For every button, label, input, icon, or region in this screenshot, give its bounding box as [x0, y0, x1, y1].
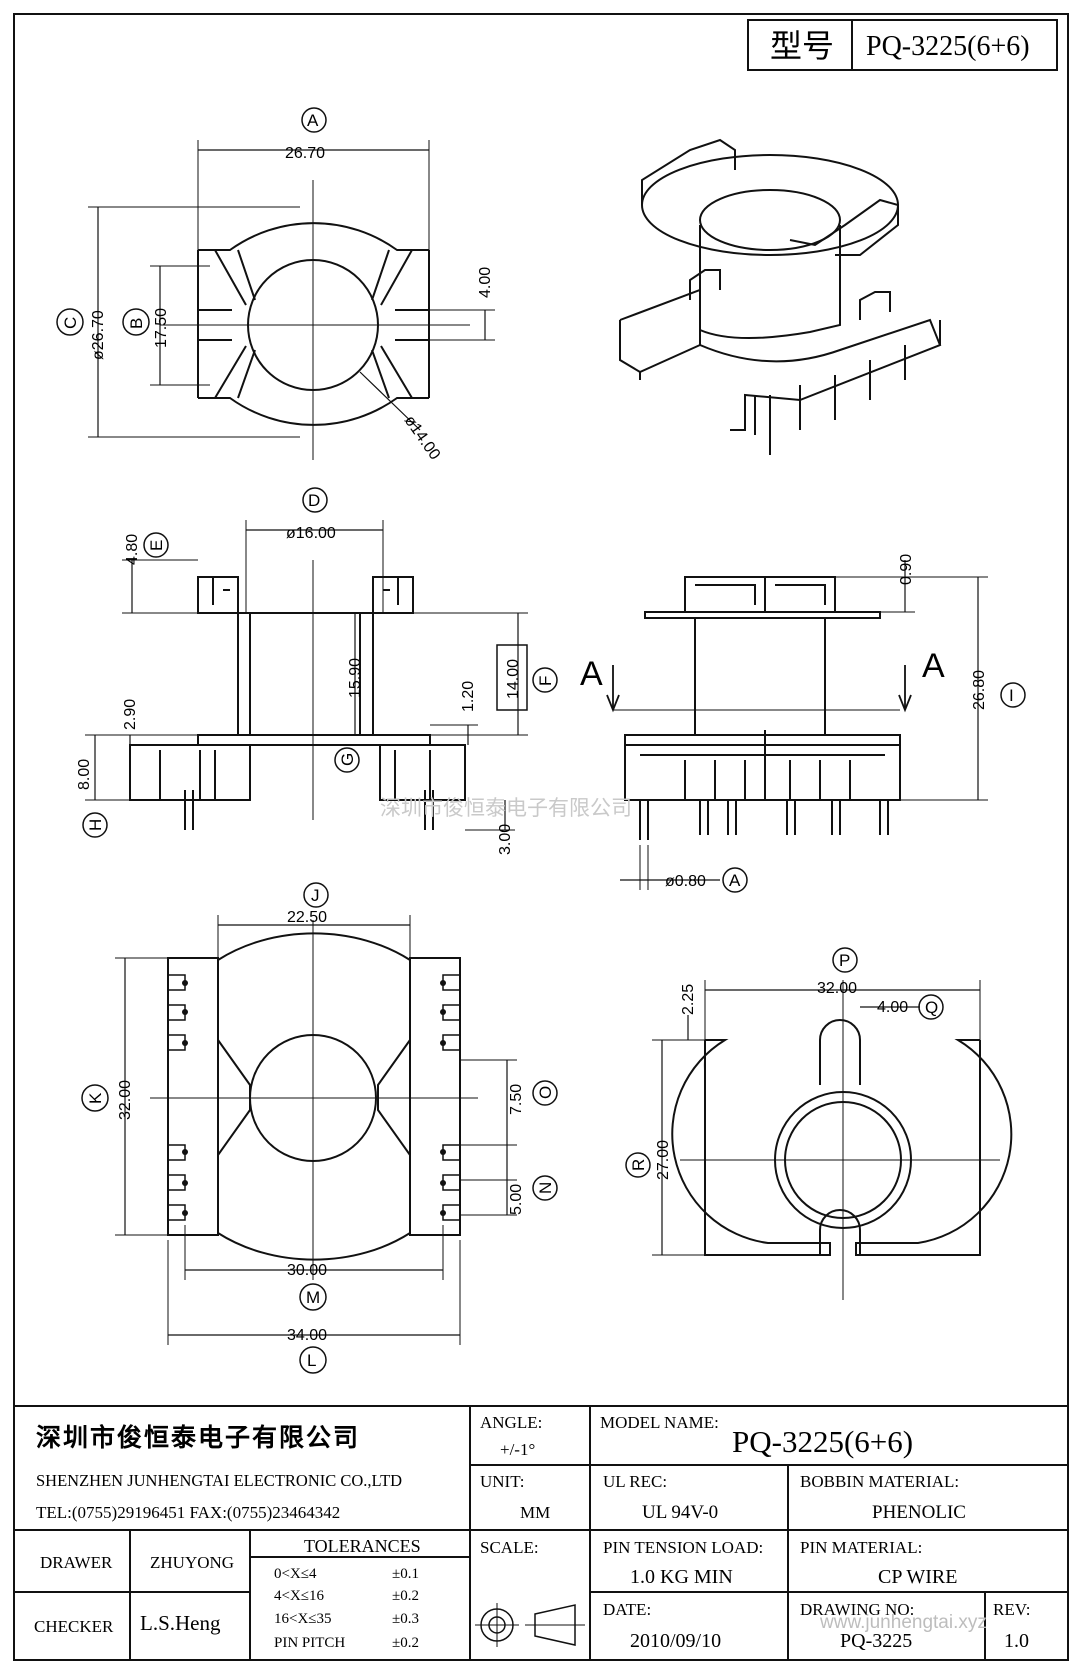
dim-h2: 1.20 [460, 681, 477, 712]
dim-H: 8.00 [76, 759, 93, 790]
tol-value-2: ±0.3 [392, 1611, 419, 1627]
tol-range-3: PIN PITCH [274, 1635, 345, 1651]
tol-range-0: 0<X≤4 [274, 1566, 317, 1582]
website-watermark: www.junhengtai.xyz [819, 1612, 987, 1633]
company-name-en: SHENZHEN JUNHENGTAI ELECTRONIC CO.,LTD [36, 1471, 402, 1490]
dim-pin: ø0.80 [665, 873, 706, 890]
company-name-cn: 深圳市俊恒泰电子有限公司 [36, 1423, 360, 1452]
dim-J: 22.50 [287, 909, 327, 926]
front-view [82, 487, 558, 838]
dim-h3: 2.90 [122, 699, 139, 730]
callout-L: L [307, 1351, 316, 1370]
dim-O: 7.50 [508, 1084, 525, 1115]
callout-G: G [338, 753, 357, 766]
dim-C: ø26.70 [90, 310, 107, 360]
callout-Q: Q [925, 998, 938, 1017]
tol-value-0: ±0.1 [392, 1566, 419, 1582]
title-block-grid [14, 1405, 1068, 1660]
dim-M: 30.00 [287, 1262, 327, 1279]
end-view [625, 947, 1013, 1300]
dim-top: 0.90 [898, 554, 915, 585]
callout-C: C [61, 317, 80, 329]
callout-H: H [86, 819, 105, 831]
dim-B: 17.50 [153, 308, 170, 348]
callout-A: A [307, 111, 319, 130]
ul-value: UL 94V-0 [642, 1502, 718, 1523]
section-arrow-left: A [580, 655, 603, 693]
sheet-border [13, 13, 1069, 1661]
company-contact: TEL:(0755)29196451 FAX:(0755)23464342 [36, 1503, 340, 1522]
unit-label: UNIT: [480, 1472, 524, 1491]
dim-A: 26.70 [285, 145, 325, 162]
section-arrow-right: A [922, 647, 945, 685]
callout-O: O [536, 1086, 555, 1099]
bobbin-material-value: PHENOLIC [872, 1502, 966, 1523]
tol-value-1: ±0.2 [392, 1588, 419, 1604]
angle-value: +/-1° [500, 1440, 535, 1459]
dim-K: 32.00 [117, 1080, 134, 1120]
drawer-label: DRAWER [40, 1553, 113, 1572]
scale-label: SCALE: [480, 1538, 539, 1557]
model-name-value: PQ-3225(6+6) [732, 1424, 913, 1459]
top-view [56, 107, 495, 460]
dim-b1: 2.25 [680, 984, 697, 1015]
date-label: DATE: [603, 1600, 651, 1619]
dim-L: 34.00 [287, 1327, 327, 1344]
type-label: 型号 [770, 28, 834, 64]
callout-D: D [308, 491, 320, 510]
pin-material-label: PIN MATERIAL: [800, 1538, 922, 1557]
callout-N: N [536, 1182, 555, 1194]
dim-slot: 4.00 [477, 267, 494, 298]
callout-I: I [1009, 686, 1014, 705]
dim-E: 4.80 [124, 534, 141, 565]
dim-h1: 15.90 [347, 658, 364, 698]
pin-material-value: CP WIRE [878, 1566, 957, 1588]
isometric-view [619, 138, 942, 455]
dim-core: ø14.00 [401, 413, 444, 464]
bottom-view [81, 882, 558, 1374]
rev-value: 1.0 [1004, 1630, 1029, 1652]
dim-F: 14.00 [505, 659, 522, 699]
tolerances-label: TOLERANCES [304, 1536, 421, 1556]
callout-M: M [306, 1288, 320, 1307]
tol-value-3: ±0.2 [392, 1635, 419, 1651]
dim-P: 32.00 [817, 980, 857, 997]
drawer-value: ZHUYONG [150, 1553, 234, 1572]
checker-value: L.S.Heng [140, 1611, 221, 1635]
date-value: 2010/09/10 [630, 1630, 721, 1652]
dim-I: 26.80 [971, 670, 988, 710]
side-view [606, 560, 1026, 893]
dim-R: 27.00 [655, 1140, 672, 1180]
callout-R: R [629, 1159, 648, 1171]
callout-B: B [127, 318, 146, 329]
callout-K: K [86, 1092, 105, 1104]
model-name-label: MODEL NAME: [600, 1413, 719, 1432]
dim-N: 5.00 [508, 1184, 525, 1215]
rev-label: REV: [993, 1600, 1030, 1619]
header-box [747, 19, 1058, 71]
dim-Q: 4.00 [877, 999, 908, 1016]
pin-tension-label: PIN TENSION LOAD: [603, 1538, 763, 1557]
callout-J: J [311, 886, 320, 905]
pin-tension-value: 1.0 KG MIN [630, 1566, 733, 1588]
drawing-no-value: PQ-3225 [840, 1630, 912, 1652]
checker-label: CHECKER [34, 1617, 114, 1636]
tol-range-2: 16<X≤35 [274, 1611, 332, 1627]
tol-range-1: 4<X≤16 [274, 1588, 325, 1604]
watermark: 深圳市俊恒泰电子有限公司 [380, 796, 632, 820]
angle-label: ANGLE: [480, 1413, 542, 1432]
ul-label: UL REC: [603, 1472, 667, 1491]
callout-pin: A [729, 871, 741, 890]
callout-F: F [536, 676, 555, 686]
callout-E: E [147, 540, 166, 551]
bobbin-material-label: BOBBIN MATERIAL: [800, 1472, 959, 1491]
callout-P: P [839, 951, 850, 970]
header-model: PQ-3225(6+6) [866, 31, 1030, 62]
unit-value: MM [520, 1503, 550, 1522]
drawing-no-label: DRAWING NO: [800, 1600, 914, 1619]
dim-D: ø16.00 [286, 525, 336, 542]
dim-h4: 3.00 [497, 824, 514, 855]
